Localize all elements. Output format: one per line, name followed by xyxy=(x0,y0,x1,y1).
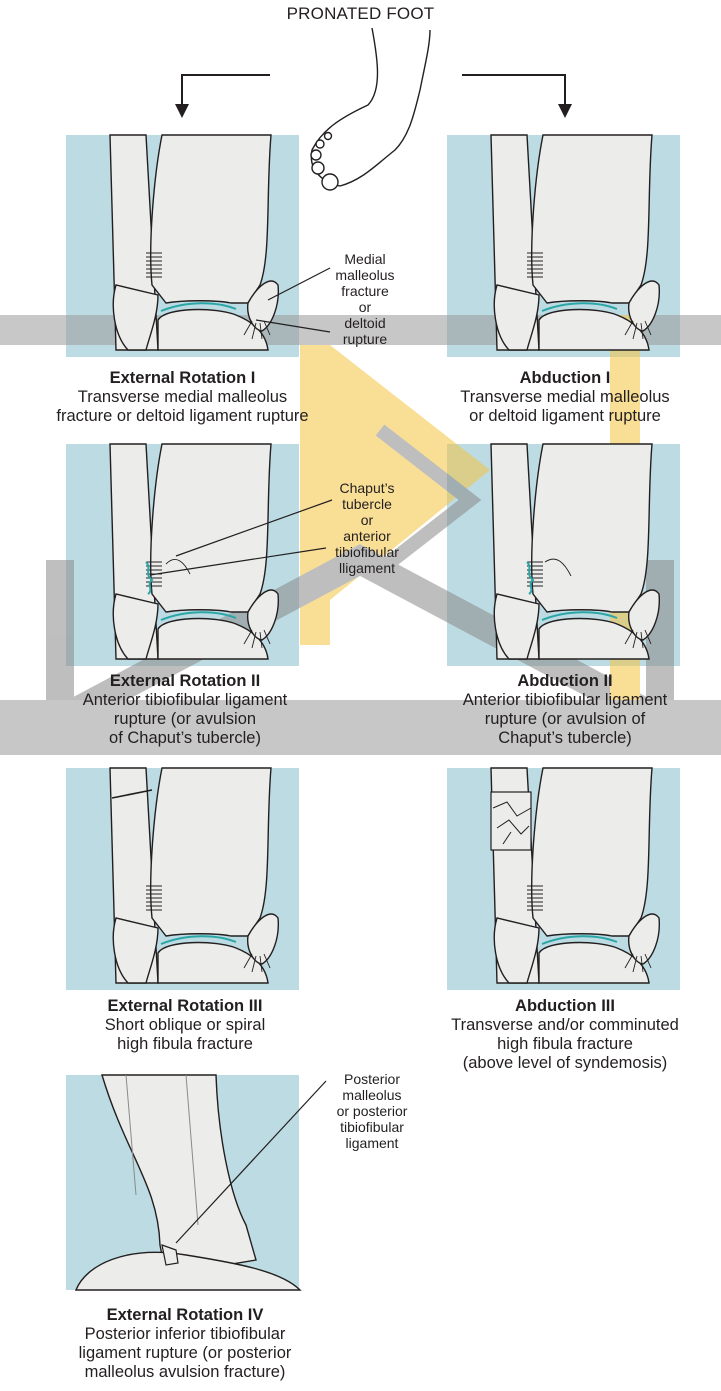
foot-drawing xyxy=(311,28,430,190)
caption-er1-title: External Rotation I xyxy=(0,369,365,388)
caption-er1: External Rotation I Transverse medial ma… xyxy=(0,369,365,426)
callout-posterior-line-1: Posterior xyxy=(322,1071,422,1087)
caption-ab1: Abduction I Transverse medial malleolus … xyxy=(420,369,710,426)
caption-er3: External Rotation III Short oblique or s… xyxy=(30,997,340,1054)
callout-posterior-line-3: or posterior xyxy=(322,1103,422,1119)
panel-ab3-drawing xyxy=(491,768,659,983)
caption-er4-line-1: Posterior inferior tibiofibular xyxy=(30,1325,340,1344)
callout-medial-line-3: fracture xyxy=(325,283,405,299)
caption-ab2-line-1: Anterior tibiofibular ligament xyxy=(420,691,710,710)
caption-er4: External Rotation IV Posterior inferior … xyxy=(30,1306,340,1382)
callout-chaput-line-2: tubercle xyxy=(322,496,412,512)
panel-er1-drawing xyxy=(110,135,278,350)
callout-medial-line-5: deltoid xyxy=(325,315,405,331)
caption-er2-title: External Rotation II xyxy=(30,672,340,691)
callout-medial-line-2: malleolus xyxy=(325,267,405,283)
panel-er3-drawing xyxy=(110,768,278,983)
arrowheads xyxy=(175,104,572,118)
caption-ab3: Abduction III Transverse and/or comminut… xyxy=(420,997,710,1073)
caption-ab1-line-1: Transverse medial malleolus xyxy=(420,388,710,407)
callout-medial-malleolus: Medial malleolus fracture or deltoid rup… xyxy=(325,251,405,347)
arrows xyxy=(182,75,565,108)
callout-chaput-line-6: lligament xyxy=(322,560,412,576)
caption-ab1-line-2: or deltoid ligament rupture xyxy=(420,407,710,426)
caption-er3-line-1: Short oblique or spiral xyxy=(30,1016,340,1035)
caption-er3-title: External Rotation III xyxy=(30,997,340,1016)
callout-posterior-line-4: tibiofibular xyxy=(322,1119,422,1135)
caption-ab1-title: Abduction I xyxy=(420,369,710,388)
callout-posterior-line-2: malleolus xyxy=(322,1087,422,1103)
caption-er2-line-1: Anterior tibiofibular ligament xyxy=(30,691,340,710)
callout-posterior-line-5: ligament xyxy=(322,1135,422,1151)
caption-ab2-title: Abduction II xyxy=(420,672,710,691)
panel-er2-drawing xyxy=(110,444,278,659)
caption-er1-line-1: Transverse medial malleolus xyxy=(0,388,365,407)
callout-chaput-line-3: or xyxy=(322,512,412,528)
panel-ab1-drawing xyxy=(491,135,659,350)
caption-er2-line-3: of Chaput’s tubercle) xyxy=(30,729,340,748)
caption-ab3-line-1: Transverse and/or comminuted xyxy=(420,1016,710,1035)
caption-ab2-line-2: rupture (or avulsion of xyxy=(420,710,710,729)
caption-ab3-title: Abduction III xyxy=(420,997,710,1016)
caption-er2-line-2: rupture (or avulsion xyxy=(30,710,340,729)
caption-er3-line-2: high fibula fracture xyxy=(30,1035,340,1054)
caption-er1-line-2: fracture or deltoid ligament rupture xyxy=(0,407,365,426)
callout-chaput-line-4: anterior xyxy=(322,528,412,544)
caption-ab2: Abduction II Anterior tibiofibular ligam… xyxy=(420,672,710,748)
caption-ab2-line-3: Chaput’s tubercle) xyxy=(420,729,710,748)
caption-ab3-line-2: high fibula fracture xyxy=(420,1035,710,1054)
callout-chaput: Chaput’s tubercle or anterior tibiofibul… xyxy=(322,480,412,576)
caption-er4-title: External Rotation IV xyxy=(30,1306,340,1325)
caption-ab3-line-3: (above level of syndemosis) xyxy=(420,1054,710,1073)
callout-chaput-line-1: Chaput’s xyxy=(322,480,412,496)
callout-medial-line-1: Medial xyxy=(325,251,405,267)
callout-medial-line-6: rupture xyxy=(325,331,405,347)
caption-er2: External Rotation II Anterior tibiofibul… xyxy=(30,672,340,748)
callout-chaput-line-5: tibiofibular xyxy=(322,544,412,560)
caption-er4-line-2: ligament rupture (or posterior xyxy=(30,1344,340,1363)
caption-er4-line-3: malleolus avulsion fracture) xyxy=(30,1363,340,1382)
callout-posterior-malleolus: Posterior malleolus or posterior tibiofi… xyxy=(322,1071,422,1151)
callout-medial-line-4: or xyxy=(325,299,405,315)
panel-ab2-drawing xyxy=(491,444,659,659)
